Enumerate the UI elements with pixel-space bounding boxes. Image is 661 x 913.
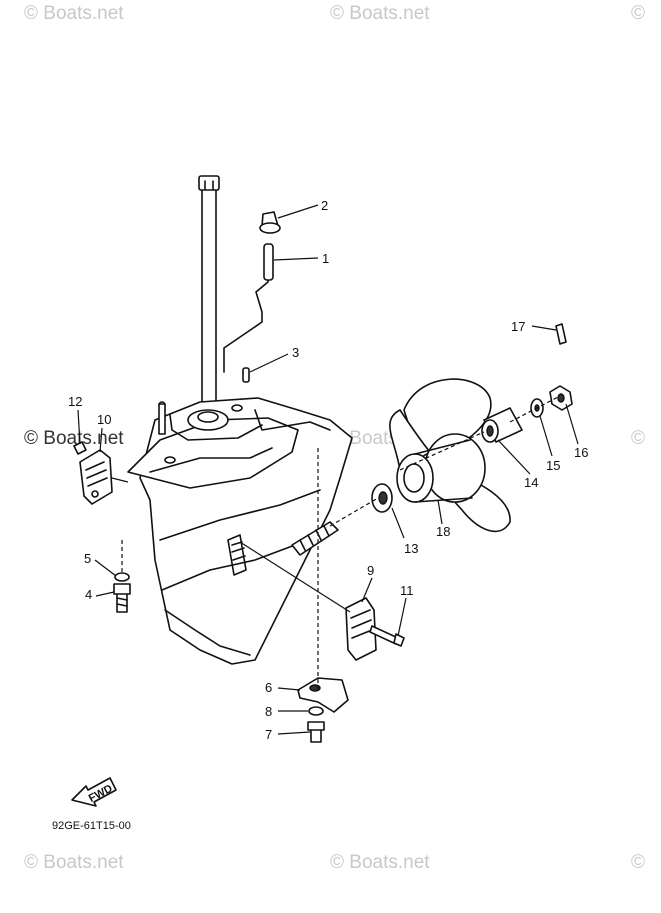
shift-rod[interactable] [223,243,274,373]
dowel-pin[interactable] [242,367,250,383]
watermark-mid-right: © [631,428,645,450]
callout-17: 17 [511,319,525,334]
callout-4: 4 [85,587,92,602]
copyright-symbol: © [631,852,645,873]
callout-5: 5 [84,551,91,566]
watermark-text: Boats.net [43,852,124,873]
lower-casing[interactable] [127,397,353,665]
copyright-symbol: © [631,3,645,24]
cotter-pin[interactable] [555,323,567,345]
callout-12: 12 [68,394,82,409]
watermark-top-center: © Boats.net [330,3,430,25]
spacer[interactable] [481,407,523,443]
callout-11: 11 [400,583,414,598]
callouts: 1 2 3 4 5 6 7 8 9 10 11 12 13 14 15 16 1… [68,198,588,742]
watermark-top-left: © Boats.net [24,3,124,25]
trim-tab-anode[interactable] [345,597,377,661]
watermark-mid-left: © Boats.net [24,428,124,450]
watermark-bottom-center: © Boats.net [330,852,430,874]
fwd-arrow-icon: FWD [71,777,117,807]
callout-16: 16 [574,445,588,460]
watermark-text: Boats.net [43,3,124,24]
callout-14: 14 [524,475,538,490]
fwd-label: FWD [87,783,115,805]
callout-7: 7 [265,727,272,742]
callout-13: 13 [404,541,418,556]
copyright-symbol: © [631,428,645,449]
washer-5[interactable] [114,572,130,582]
washer-8[interactable] [308,706,324,716]
drive-shaft[interactable] [198,175,220,409]
callout-3: 3 [292,345,299,360]
propeller[interactable] [389,378,511,533]
callout-15: 15 [546,458,560,473]
watermark-bottom-right: © [631,852,645,874]
propeller-shaft[interactable] [291,521,339,556]
callout-9: 9 [367,563,374,578]
bolt-12[interactable] [73,441,87,455]
copyright-symbol: © [330,3,344,24]
leader-lines [77,204,579,735]
anode-left[interactable] [79,449,113,505]
watermark-text: Boats.net [349,852,430,873]
propeller-nut[interactable] [549,385,573,411]
callout-10: 10 [97,412,111,427]
grommet[interactable] [259,211,281,234]
callout-8: 8 [265,704,272,719]
callout-2: 2 [321,198,328,213]
bolt-11[interactable] [369,625,405,647]
callout-6: 6 [265,680,272,695]
bolt-4[interactable] [113,583,131,613]
callout-18: 18 [436,524,450,539]
copyright-symbol: © [24,428,38,449]
callout-1: 1 [322,251,329,266]
trim-tab[interactable] [297,677,349,713]
thrust-washer[interactable] [371,483,393,513]
copyright-symbol: © [330,852,344,873]
bolt-7[interactable] [307,721,325,743]
watermark-text: Boats.net [43,428,124,449]
watermark-text: Boats.net [349,3,430,24]
diagram-code: 92GE-61T15-00 [52,820,131,832]
copyright-symbol: © [24,3,38,24]
watermark-top-right: © [631,3,645,25]
watermark-bottom-left: © Boats.net [24,852,124,874]
copyright-symbol: © [24,852,38,873]
